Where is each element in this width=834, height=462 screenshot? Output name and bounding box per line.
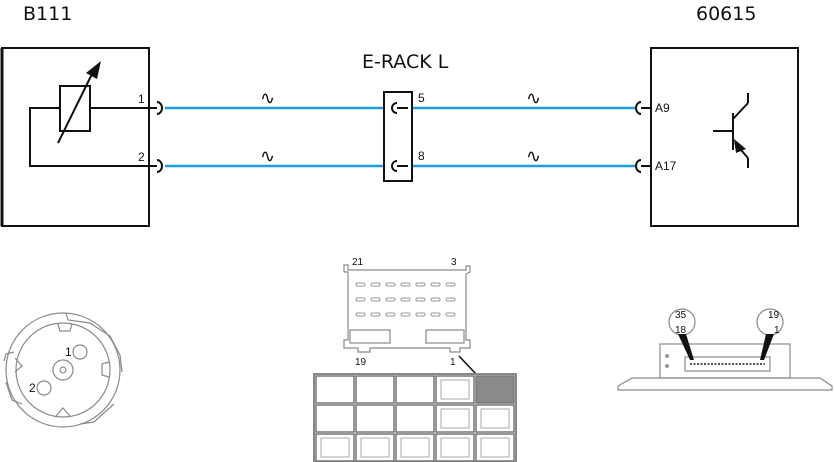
socket-icon bbox=[391, 102, 398, 114]
pin-slot bbox=[415, 297, 426, 302]
connector-title: E-RACK L bbox=[362, 51, 449, 73]
rack-cell[interactable] bbox=[315, 404, 355, 433]
pin-slot bbox=[400, 282, 411, 287]
module-box[interactable] bbox=[650, 47, 799, 227]
rack-label-1: 1 bbox=[450, 357, 456, 368]
rack-label-3: 3 bbox=[451, 257, 457, 268]
connector-pin-8: 8 bbox=[418, 149, 425, 163]
pin-slot bbox=[430, 282, 441, 287]
socket-icon bbox=[635, 101, 642, 115]
rack-label-19: 19 bbox=[355, 357, 367, 368]
rack-cell[interactable] bbox=[475, 375, 515, 404]
sensor-title: B111 bbox=[23, 3, 72, 25]
socket-icon bbox=[156, 159, 163, 173]
rack-slots bbox=[355, 282, 456, 317]
pointer-line bbox=[458, 355, 477, 375]
pin-slot bbox=[415, 282, 426, 287]
rack-label-21: 21 bbox=[352, 257, 364, 268]
connector-pin-5: 5 bbox=[418, 91, 425, 105]
pin-slot bbox=[385, 312, 396, 317]
module-label-18: 18 bbox=[675, 325, 687, 336]
pin-slot bbox=[430, 297, 441, 302]
pin-slot bbox=[445, 312, 456, 317]
socket-icon bbox=[156, 101, 163, 115]
socket-icon bbox=[391, 160, 398, 172]
pin-slot bbox=[355, 282, 366, 287]
sensor-face-view bbox=[3, 312, 123, 428]
pin-slot bbox=[370, 297, 381, 302]
rack-cell[interactable] bbox=[395, 375, 435, 404]
pin-slot bbox=[400, 312, 411, 317]
pin-slot bbox=[370, 312, 381, 317]
rack-cell[interactable] bbox=[395, 404, 435, 433]
face-pin-2: 2 bbox=[29, 381, 36, 395]
pin-slot bbox=[370, 282, 381, 287]
sensor-pin-2: 2 bbox=[138, 150, 145, 164]
socket-icon bbox=[635, 159, 642, 173]
e-rack-grid bbox=[313, 373, 517, 462]
twisted-pair-marker: ∿ bbox=[526, 146, 541, 167]
module-pin-a17: A17 bbox=[655, 159, 677, 173]
face-pin-1: 1 bbox=[65, 345, 72, 359]
pin-slot bbox=[355, 312, 366, 317]
module-label-1: 1 bbox=[774, 325, 780, 336]
pin-slot bbox=[355, 297, 366, 302]
twisted-pair-marker: ∿ bbox=[260, 146, 275, 167]
rack-cell[interactable] bbox=[355, 375, 395, 404]
pin-slot bbox=[415, 312, 426, 317]
pin-slot bbox=[430, 312, 441, 317]
pin-slot bbox=[445, 297, 456, 302]
variable-resistor-icon bbox=[29, 61, 157, 167]
module-pin-a9: A9 bbox=[655, 101, 670, 115]
inline-connector-box[interactable] bbox=[383, 91, 413, 182]
pin-slot bbox=[445, 282, 456, 287]
rack-connector-view bbox=[343, 264, 471, 353]
module-title: 60615 bbox=[696, 3, 756, 25]
transistor-icon bbox=[713, 93, 749, 168]
pin-slot bbox=[385, 297, 396, 302]
rack-cell[interactable] bbox=[315, 375, 355, 404]
module-label-19: 19 bbox=[768, 310, 780, 321]
module-connector-view bbox=[617, 308, 833, 391]
sensor-pin-1: 1 bbox=[138, 92, 145, 106]
twisted-pair-marker: ∿ bbox=[526, 88, 541, 109]
pin-slot bbox=[385, 282, 396, 287]
module-label-35: 35 bbox=[675, 310, 687, 321]
pin-slot bbox=[400, 297, 411, 302]
rack-cell[interactable] bbox=[355, 404, 395, 433]
twisted-pair-marker: ∿ bbox=[260, 88, 275, 109]
sensor-box[interactable] bbox=[0, 47, 150, 227]
